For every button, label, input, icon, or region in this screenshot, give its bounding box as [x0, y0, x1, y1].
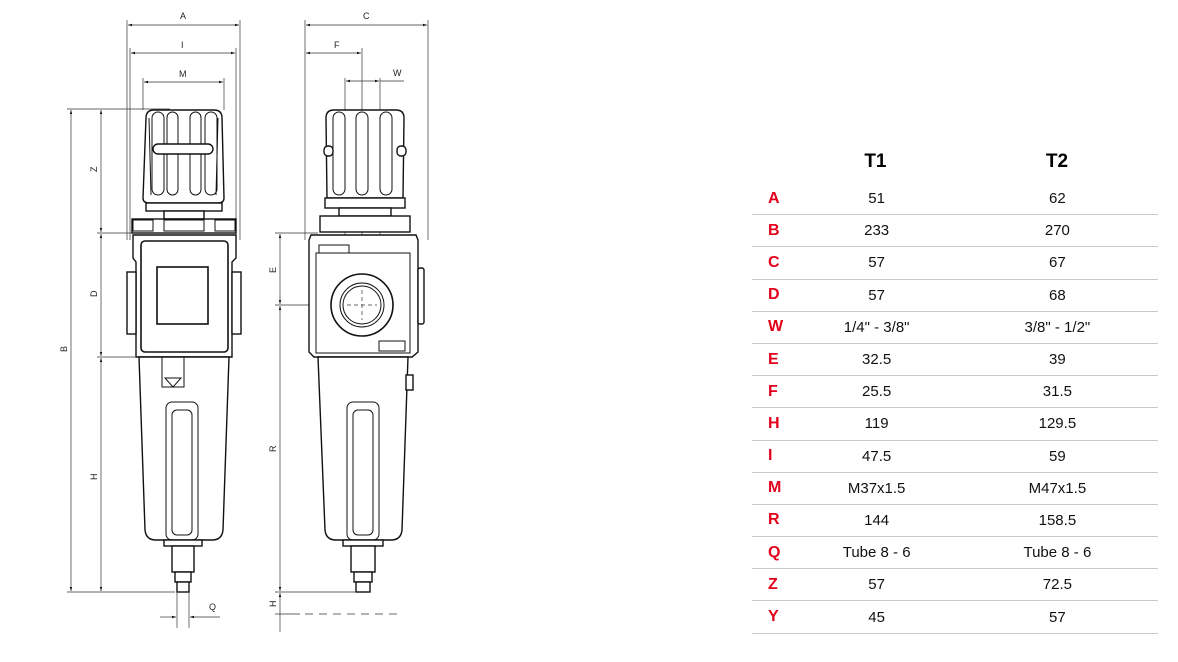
- dimension-key: E: [768, 350, 779, 368]
- value-t2: 3/8" - 1/2": [1024, 318, 1091, 336]
- value-t1: 45: [868, 608, 885, 626]
- value-t1: 1/4" - 3/8": [843, 318, 910, 336]
- value-t2: M47x1.5: [1028, 479, 1087, 497]
- value-t2: 31.5: [1042, 383, 1072, 401]
- dimension-key: I: [768, 447, 773, 465]
- header-t2: T2: [1045, 150, 1069, 172]
- dimension-key: A: [768, 189, 780, 207]
- value-t2: 72.5: [1042, 576, 1072, 594]
- front-view: A I M B Z D H: [59, 11, 242, 628]
- dim-label-e: E: [268, 267, 278, 273]
- dim-label-r: R: [268, 445, 278, 452]
- value-t1: 32.5: [862, 351, 892, 369]
- table-row: D 57 68: [752, 280, 1158, 312]
- value-t2: 270: [1044, 222, 1070, 240]
- dimension-key: Z: [768, 575, 778, 593]
- value-t1: Tube 8 - 6: [842, 544, 911, 562]
- dim-label-b: B: [59, 346, 69, 352]
- dim-label-h-side: H: [268, 601, 278, 608]
- value-t1: 57: [868, 254, 885, 272]
- value-t2: 62: [1049, 190, 1066, 208]
- value-t1: 25.5: [862, 383, 892, 401]
- table-row: E 32.5 39: [752, 344, 1158, 377]
- dimension-key: H: [768, 414, 780, 432]
- table-row: M M37x1.5 M47x1.5: [752, 473, 1158, 505]
- technical-drawing: A I M B Z D H: [59, 11, 429, 632]
- dimension-key: Q: [768, 543, 781, 561]
- dim-label-m: M: [179, 69, 187, 79]
- dimensions-table: T1 T2 A 51 62 B 233 270 C 57 67 D 57 68 …: [752, 140, 1158, 634]
- dimension-key: Y: [768, 608, 779, 626]
- side-view: C F W E R H: [268, 11, 429, 632]
- table-row: I 47.5 59: [752, 441, 1158, 473]
- table-header: T1 T2: [752, 140, 1158, 183]
- value-t2: 158.5: [1038, 511, 1077, 529]
- table-row: F 25.5 31.5: [752, 376, 1158, 409]
- table-row: B 233 270: [752, 215, 1158, 248]
- value-t2: 57: [1049, 608, 1066, 626]
- dim-label-w: W: [393, 68, 402, 78]
- value-t2: Tube 8 - 6: [1023, 544, 1092, 562]
- header-t1: T1: [864, 150, 887, 172]
- value-t2: 39: [1049, 351, 1066, 369]
- table-row: W 1/4" - 3/8" 3/8" - 1/2": [752, 312, 1158, 344]
- dimension-key: D: [768, 286, 780, 304]
- dim-label-f: F: [334, 40, 340, 50]
- table-row: Z 57 72.5: [752, 569, 1158, 602]
- value-t2: 129.5: [1038, 415, 1077, 433]
- value-t1: 47.5: [862, 447, 892, 465]
- dimension-key: R: [768, 511, 780, 529]
- table-row: Y 45 57: [752, 601, 1158, 634]
- table-row: Q Tube 8 - 6 Tube 8 - 6: [752, 537, 1158, 570]
- dimension-key: F: [768, 382, 778, 400]
- dimension-key: B: [768, 221, 780, 239]
- table-row: H 119 129.5: [752, 408, 1158, 441]
- value-t2: 67: [1049, 254, 1066, 272]
- value-t1: 119: [864, 415, 889, 433]
- dim-label-d: D: [89, 290, 99, 297]
- value-t2: 59: [1049, 447, 1066, 465]
- dim-label-q: Q: [209, 602, 216, 612]
- value-t1: 233: [864, 222, 890, 240]
- dim-label-h: H: [89, 474, 99, 481]
- value-t1: M37x1.5: [847, 479, 906, 497]
- dimension-key: C: [768, 253, 780, 271]
- dimension-key: M: [768, 479, 782, 497]
- dim-label-a: A: [180, 11, 186, 21]
- table-row: C 57 67: [752, 247, 1158, 280]
- value-t1: 57: [868, 576, 885, 594]
- value-t1: 144: [864, 511, 890, 529]
- value-t1: 57: [868, 286, 885, 304]
- dimension-key: W: [768, 318, 784, 336]
- table-row: R 144 158.5: [752, 505, 1158, 538]
- dim-label-i: I: [181, 40, 184, 50]
- dim-label-z: Z: [89, 166, 99, 172]
- value-t2: 68: [1049, 286, 1066, 304]
- table-row: A 51 62: [752, 183, 1158, 216]
- value-t1: 51: [868, 190, 885, 208]
- dim-label-c: C: [363, 11, 370, 21]
